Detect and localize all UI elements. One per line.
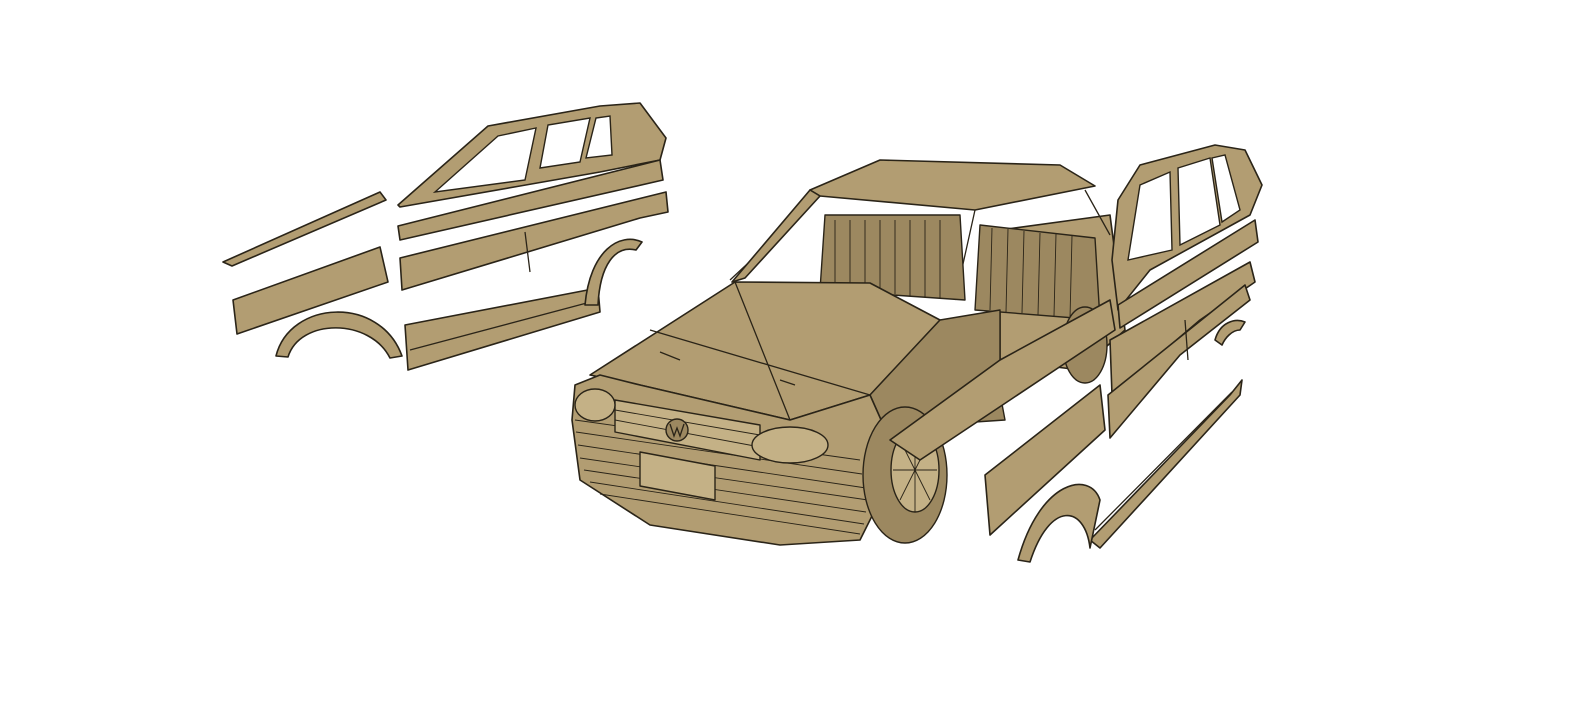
left-belt-strip	[397, 159, 664, 241]
right-lower-panel	[1107, 284, 1251, 439]
a-pillar	[731, 189, 821, 283]
left-rear-window	[539, 117, 591, 169]
main-car-body	[571, 159, 1126, 546]
right-front-fender	[984, 384, 1106, 536]
right-belt-strip	[1117, 219, 1259, 329]
sill	[889, 299, 1116, 461]
left-front-window	[432, 127, 537, 193]
left-quarter-window	[585, 115, 613, 159]
right-quarter-window	[1211, 154, 1241, 224]
left-sill-panel	[404, 287, 601, 371]
left-roof-strip	[222, 191, 387, 267]
roof-panel	[809, 159, 1096, 211]
vw-logo	[665, 418, 689, 442]
right-rear-window	[1177, 157, 1221, 247]
left-side-panel-set	[222, 102, 669, 371]
left-front-fender	[232, 246, 389, 335]
right-sill-panel	[1089, 379, 1243, 549]
left-front-wheel-arch	[275, 311, 403, 359]
right-side-panel-set	[984, 144, 1263, 563]
left-headlight	[574, 388, 616, 422]
license-plate	[639, 451, 716, 501]
right-front-wheel-arch	[1017, 483, 1101, 563]
left-door-lower-panel	[399, 191, 669, 291]
left-rear-wheel-arch	[584, 238, 643, 306]
right-front-window	[1127, 170, 1173, 261]
right-headlight	[751, 426, 829, 464]
right-rear-wheel-arch	[1214, 319, 1246, 346]
